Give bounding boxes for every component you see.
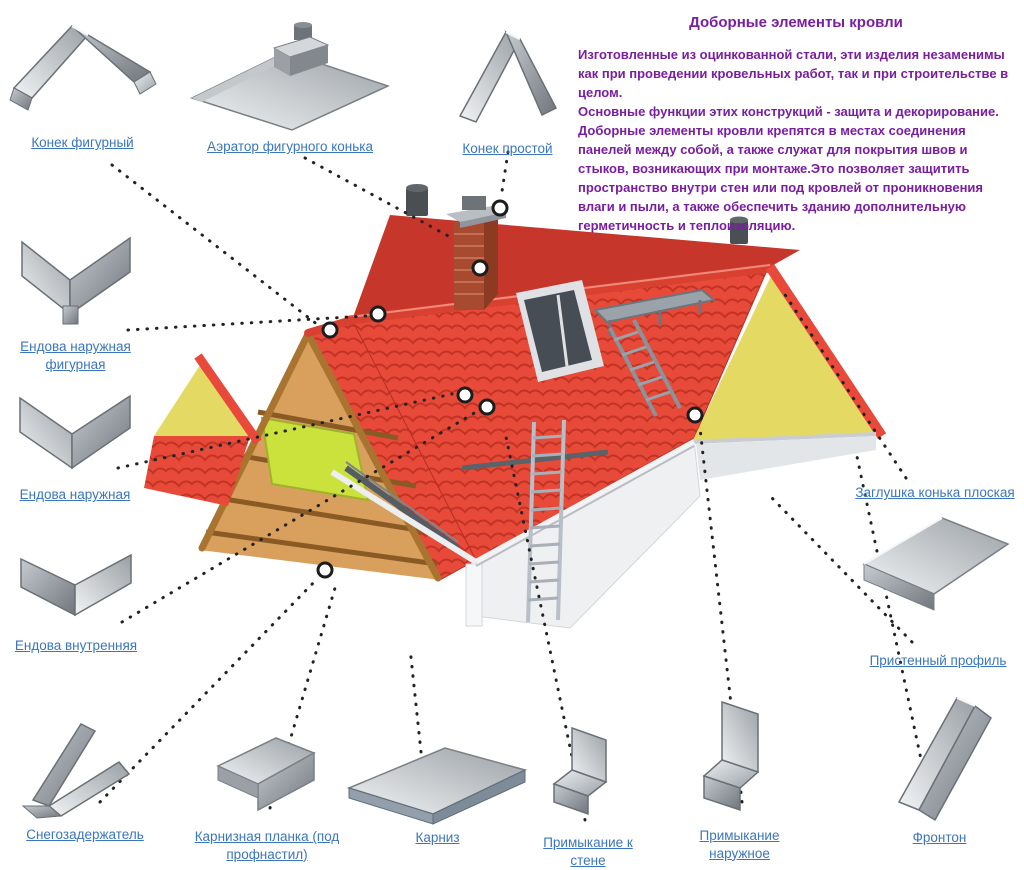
component-primykanie-k-stene: Примыкание к стене [528,722,648,870]
primykanie-naruzhnoe-label[interactable]: Примыкание наружное [699,828,780,861]
component-karniz: Карниз [345,740,530,847]
fronton-label[interactable]: Фронтон [912,830,967,845]
roof-ladder [608,319,682,417]
component-primykanie-naruzhnoe: Примыкание наружное [672,698,807,863]
component-endova-naruzhnaya-figurnaya: Ендова наружная фигурная [8,222,143,374]
component-snegozaderzhatel: Снегозадержатель [5,712,165,844]
component-aerator: Аэратор фигурного конька [185,22,395,156]
endova-naruzhnaya-figurnaya-label[interactable]: Ендова наружная фигурная [20,339,131,372]
endova-naruzhnaya-figurnaya-icon [20,236,131,325]
primykanie-naruzhnoe-icon [702,700,759,812]
fronton-icon [897,697,992,822]
endova-vnutrennyaya-label[interactable]: Ендова внутренняя [14,638,138,653]
aerator-icon [189,22,390,131]
snegozaderzhatel-icon [21,723,131,819]
skylight-window [516,280,604,382]
konek-prostoy-icon [458,30,557,123]
aerator-label[interactable]: Аэратор фигурного конька [206,139,373,154]
component-konek-figurny: Конек фигурный [5,8,160,152]
snegozaderzhatel-label[interactable]: Снегозадержатель [26,827,144,842]
info-text-block: Доборные элементы кровли Изготовленные и… [578,14,1014,235]
component-pristennyj-profil: Пристенный профиль [868,648,1008,670]
karniz-icon [346,747,528,825]
karniz-label[interactable]: Карниз [415,830,460,845]
pristennyj-profil-label[interactable]: Пристенный профиль [869,653,1007,668]
primykanie-k-stene-label[interactable]: Примыкание к стене [543,835,633,868]
component-konek-prostoy: Конек простой [440,18,575,158]
component-karniznaya-planka: Карнизная планка (под профнастил) [192,722,342,864]
component-endova-naruzhnaya: Ендова наружная [0,382,150,504]
endova-naruzhnaya-label[interactable]: Ендова наружная [19,487,131,502]
chimney [446,196,506,310]
karniznaya-planka-label[interactable]: Карнизная планка (под профнастил) [194,829,340,862]
konek-prostoy-label[interactable]: Конек простой [462,141,553,156]
zaglushka-konka-icon [862,517,1010,611]
endova-naruzhnaya-icon [19,394,131,470]
component-fronton: Фронтон [872,690,1007,847]
primykanie-k-stene-icon [552,726,608,816]
roof-platform [592,288,717,336]
konek-figurny-icon [8,24,157,111]
description-text: Изготовленные из оцинкованной стали, эти… [578,47,1009,233]
zaglushka-konka-label[interactable]: Заглушка конька плоская [855,485,1015,500]
konek-figurny-label[interactable]: Конек фигурный [31,135,134,150]
endova-vnutrennyaya-icon [20,553,132,617]
karniznaya-planka-icon [216,737,316,812]
page-title: Доборные элементы кровли [689,14,903,31]
component-zaglushka-konka: Заглушка конька плоская [855,480,1015,614]
component-endova-vnutrennyaya: Ендова внутренняя [0,525,152,655]
